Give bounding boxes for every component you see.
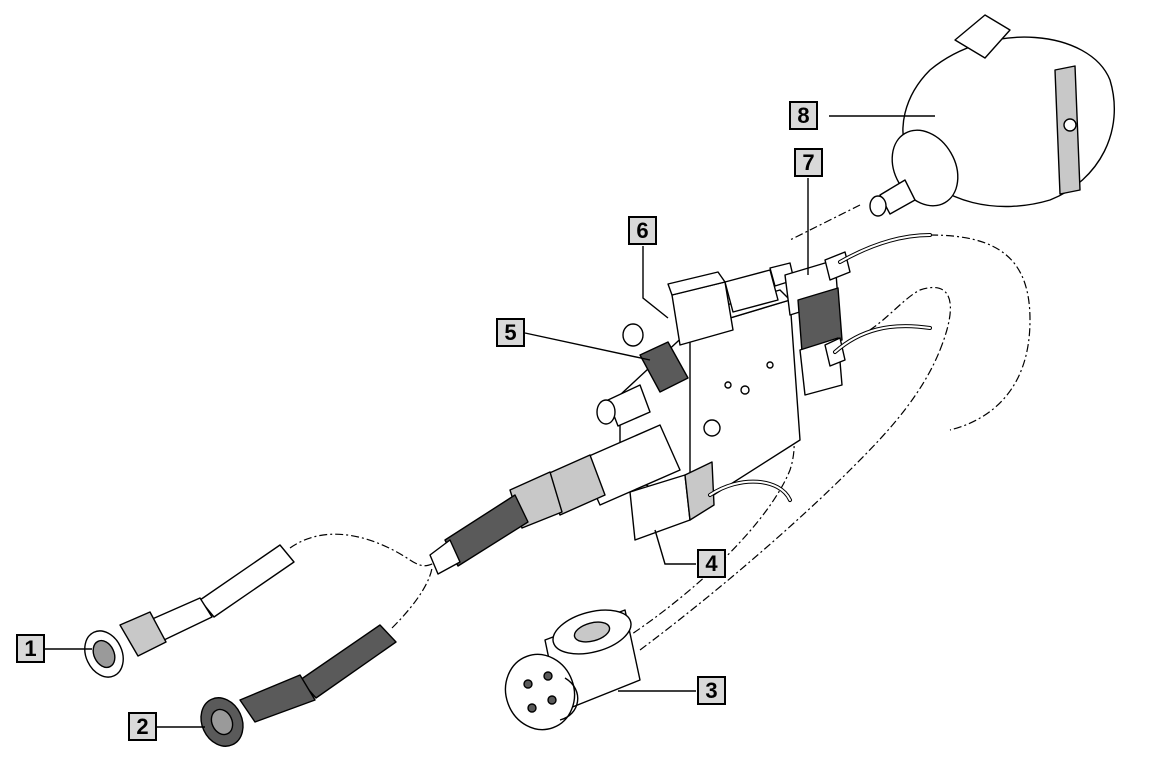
hose-route-5 (849, 286, 951, 351)
hose-route-7 (789, 204, 861, 241)
hose-route-3 (639, 349, 941, 651)
callout-6: 6 (628, 216, 657, 245)
electrical-cables (708, 233, 932, 502)
callout-1: 1 (16, 634, 45, 663)
leader-4 (654, 529, 696, 565)
accumulator (869, 14, 1115, 217)
solenoid (667, 262, 795, 346)
leader-5 (524, 332, 651, 361)
callout-3: 3 (697, 676, 726, 705)
quick-coupler-light (84, 544, 295, 678)
electrical-socket (504, 609, 641, 731)
callout-8: 8 (789, 101, 818, 130)
adjuster-screw (622, 323, 689, 393)
connector-plug (784, 251, 851, 396)
callout-5: 5 (496, 318, 525, 347)
callout-2: 2 (128, 712, 157, 741)
callout-4: 4 (697, 549, 726, 578)
quick-coupler-dark (200, 624, 397, 747)
lower-block (629, 461, 715, 541)
side-fitting (596, 384, 651, 427)
hose-route-1 (289, 533, 441, 567)
leader-6 (642, 246, 669, 319)
callout-7: 7 (794, 148, 823, 177)
hose-routes (289, 204, 1031, 651)
hose-route-6 (929, 234, 1031, 431)
leader-lines (44, 115, 935, 728)
hose-route-2 (391, 567, 433, 629)
hose-fitting (429, 424, 681, 575)
